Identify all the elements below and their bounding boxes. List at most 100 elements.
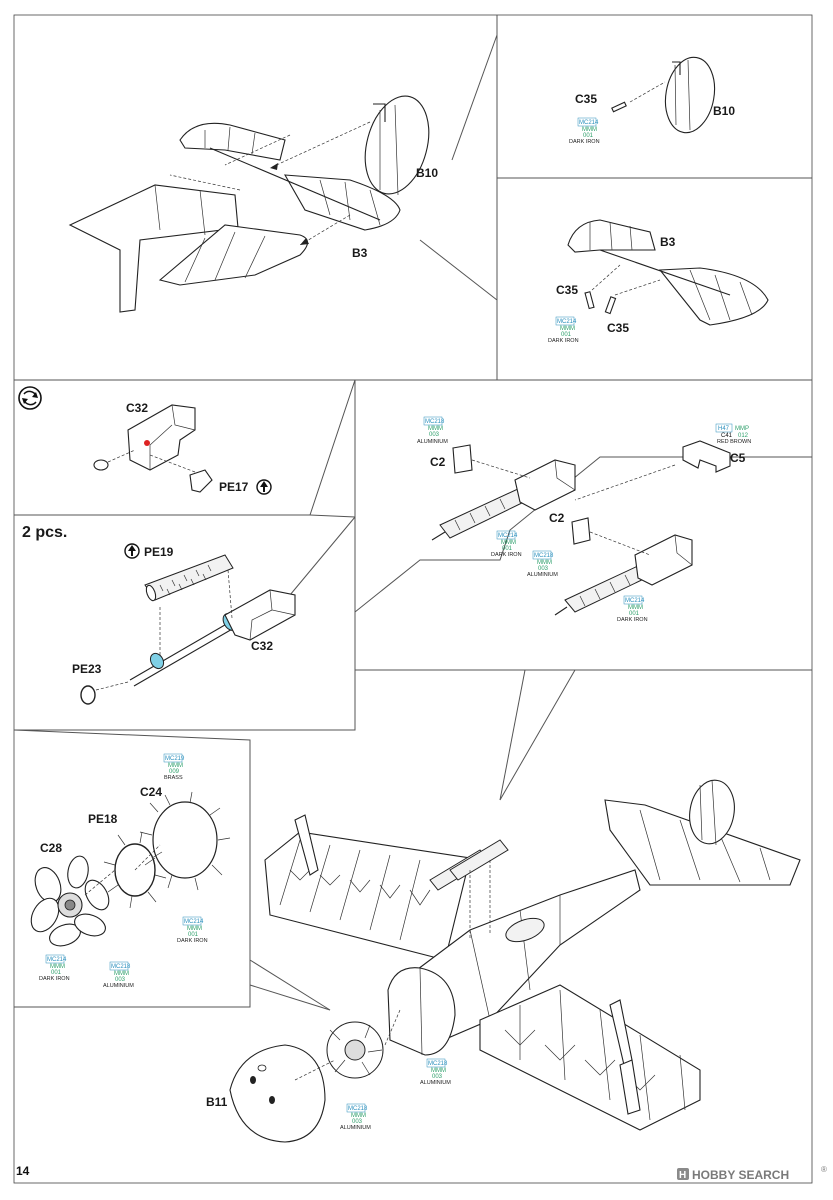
part-label-c28: C28 — [40, 841, 62, 855]
hobby-search-watermark: H HOBBY SEARCH ® — [677, 1165, 827, 1182]
paint-callout-eng-iron-l: MC214 MMM 001 DARK IRON — [39, 954, 70, 982]
part-label-c24: C24 — [140, 785, 162, 799]
part-label-b10-top: B10 — [416, 166, 438, 180]
svg-text:MC219: MC219 — [165, 756, 185, 762]
svg-text:MMM: MMM — [537, 560, 552, 566]
svg-text:003: 003 — [352, 1119, 363, 1125]
part-label-pe23: PE23 — [72, 662, 102, 676]
svg-text:MMP: MMP — [735, 426, 749, 432]
svg-text:ALUMINIUM: ALUMINIUM — [527, 572, 558, 578]
svg-text:003: 003 — [538, 566, 549, 572]
part-label-c2-a: C2 — [430, 455, 446, 469]
svg-text:DARK IRON: DARK IRON — [569, 139, 600, 145]
paint-callout-r2: MC214 MMM 001 DARK IRON — [548, 316, 579, 344]
page-number: 14 — [16, 1164, 30, 1178]
svg-text:ALUMINIUM: ALUMINIUM — [420, 1080, 451, 1086]
part-label-pe17: PE17 — [219, 480, 249, 494]
part-label-c32-a: C32 — [126, 401, 148, 415]
svg-text:HOBBY SEARCH: HOBBY SEARCH — [692, 1168, 789, 1182]
svg-text:DARK IRON: DARK IRON — [548, 338, 579, 344]
svg-text:MMM: MMM — [114, 971, 129, 977]
svg-text:DARK IRON: DARK IRON — [39, 976, 70, 982]
pe19-photo-etch-icon — [124, 543, 140, 559]
svg-text:MC214: MC214 — [625, 598, 645, 604]
svg-text:DARK IRON: DARK IRON — [617, 617, 648, 623]
rotate-icon — [18, 386, 42, 410]
svg-text:003: 003 — [115, 977, 126, 983]
svg-text:001: 001 — [561, 332, 572, 338]
pe17-photo-etch-icon — [256, 479, 272, 495]
svg-text:MC214: MC214 — [47, 957, 67, 963]
svg-text:MC218: MC218 — [428, 1061, 448, 1067]
page-border — [13, 14, 813, 1184]
gun-barrel-illustration — [80, 554, 296, 705]
paint-callout-fuse-alu: MC218 MMM 003 ALUMINIUM — [420, 1058, 451, 1086]
elevator-detail-illustration — [567, 219, 769, 326]
svg-text:012: 012 — [738, 433, 749, 439]
engine-parts-illustration — [30, 791, 231, 947]
paint-callout-gun2-iron: MC214 MMM 001 DARK IRON — [617, 595, 648, 623]
paint-callout-c5: H47 MMP C41 012 RED BROWN — [715, 423, 751, 445]
svg-text:MMM: MMM — [428, 426, 443, 432]
part-label-pe18: PE18 — [88, 812, 118, 826]
paint-callout-eng-iron-r: MC214 MMM 001 DARK IRON — [177, 916, 208, 944]
svg-text:ALUMINIUM: ALUMINIUM — [103, 983, 134, 989]
part-label-b11: B11 — [206, 1095, 228, 1109]
svg-text:001: 001 — [583, 133, 594, 139]
paint-callout-gun2-alu: MC218 MMM 003 ALUMINIUM — [527, 550, 558, 578]
svg-text:MC214: MC214 — [557, 319, 577, 325]
svg-text:MMM: MMM — [187, 926, 202, 932]
part-label-pe19: PE19 — [144, 545, 174, 559]
panel-frames — [13, 15, 812, 1011]
part-label-c35-r1: C35 — [575, 92, 597, 106]
rudder-detail-illustration — [611, 56, 716, 134]
svg-text:001: 001 — [629, 611, 640, 617]
svg-text:MC218: MC218 — [111, 964, 131, 970]
part-label-c2-b: C2 — [549, 511, 565, 525]
tail-assembly-illustration — [68, 95, 430, 313]
machine-guns-illustration — [431, 440, 731, 616]
part-label-b3-r2: B3 — [660, 235, 676, 249]
part-label-b10-r1: B10 — [713, 104, 735, 118]
paint-callout-cowl-alu: MC218 MMM 003 ALUMINIUM — [340, 1103, 371, 1131]
svg-text:MMM: MMM — [501, 540, 516, 546]
svg-text:001: 001 — [188, 932, 199, 938]
aircraft-assembly-illustration — [229, 779, 801, 1143]
part-label-c5: C5 — [730, 451, 746, 465]
svg-text:MC214: MC214 — [184, 919, 204, 925]
svg-text:MC218: MC218 — [534, 553, 554, 559]
svg-text:MC218: MC218 — [425, 419, 445, 425]
svg-text:009: 009 — [169, 769, 180, 775]
part-label-c35-r2a: C35 — [556, 283, 578, 297]
part-label-c35-r2b: C35 — [607, 321, 629, 335]
hobby-search-logo-icon — [677, 1168, 689, 1180]
svg-text:DARK IRON: DARK IRON — [491, 552, 522, 558]
svg-text:BRASS: BRASS — [164, 775, 183, 781]
svg-text:DARK IRON: DARK IRON — [177, 938, 208, 944]
paint-callout-eng-alu: MC218 MMM 003 ALUMINIUM — [103, 961, 134, 989]
svg-text:ALUMINIUM: ALUMINIUM — [417, 439, 448, 445]
svg-text:MMM: MMM — [582, 127, 597, 133]
svg-text:H: H — [679, 1170, 686, 1181]
paint-callout-brass: MC219 MMM 009 BRASS — [163, 753, 185, 781]
svg-text:MMM: MMM — [431, 1068, 446, 1074]
svg-text:®: ® — [821, 1165, 827, 1174]
paint-callout-gun-alu-top: MC218 MMM 003 ALUMINIUM — [417, 416, 448, 445]
c32-bracket-illustration — [93, 404, 213, 493]
paint-callout-r1: MC214 MMM 001 DARK IRON — [569, 117, 600, 145]
part-label-b3-top: B3 — [352, 246, 368, 260]
svg-text:MMM: MMM — [50, 964, 65, 970]
svg-text:H47: H47 — [718, 426, 730, 432]
svg-text:MC214: MC214 — [498, 533, 518, 539]
quantity-label: 2 pcs. — [22, 524, 67, 541]
svg-text:ALUMINIUM: ALUMINIUM — [340, 1125, 371, 1131]
part-label-c32-b: C32 — [251, 639, 273, 653]
svg-text:MMM: MMM — [168, 763, 183, 769]
svg-text:MC218: MC218 — [348, 1106, 368, 1112]
svg-text:003: 003 — [429, 432, 440, 438]
svg-text:001: 001 — [502, 546, 513, 552]
svg-text:MMM: MMM — [351, 1113, 366, 1119]
svg-text:MMM: MMM — [560, 326, 575, 332]
svg-text:003: 003 — [432, 1074, 443, 1080]
